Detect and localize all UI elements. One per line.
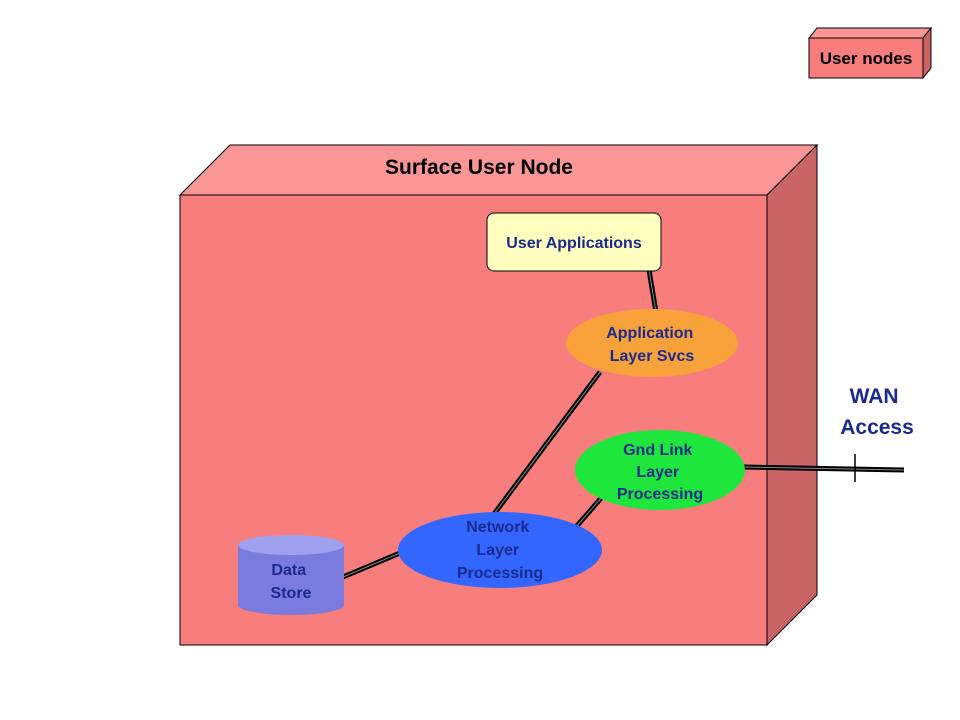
- user-applications-shape: [486, 212, 662, 272]
- application-layer-line-1: Application: [606, 325, 693, 342]
- network-layer-label: Network Layer Processing: [457, 519, 543, 582]
- node-box-side: [766, 143, 818, 647]
- network-layer-line-1: Network: [466, 519, 529, 536]
- data-store-body: [238, 545, 344, 615]
- gnd-link-shape: [575, 430, 745, 510]
- application-layer-svcs: Application Layer Svcs: [566, 309, 738, 377]
- node-title: Surface User Node: [385, 156, 573, 179]
- legend-box-front: [808, 37, 924, 79]
- network-layer-processing: Network Layer Processing: [398, 512, 602, 588]
- application-layer-label: Application Layer Svcs: [606, 325, 698, 365]
- network-layer-line-3: Processing: [457, 565, 543, 582]
- gnd-link-line-2: Layer: [636, 464, 679, 481]
- wan-access-line-2: Access: [840, 416, 914, 439]
- legend-box-top: [807, 27, 933, 39]
- data-store-top: [238, 535, 344, 555]
- gnd-link-line-3: Processing: [617, 486, 703, 503]
- legend-label: User nodes: [820, 49, 913, 68]
- user-applications-box: User Applications: [486, 212, 662, 272]
- connector-wan-link: [743, 454, 905, 482]
- wan-access-label: WAN Access: [840, 385, 914, 439]
- legend-user-nodes: User nodes: [807, 26, 933, 80]
- application-layer-line-2: Layer Svcs: [610, 348, 695, 365]
- gnd-link-line-1: Gnd Link: [623, 442, 692, 459]
- network-layer-line-2: Layer: [476, 542, 519, 559]
- gnd-link-layer-processing: Gnd Link Layer Processing: [575, 430, 745, 510]
- wan-access-line-1: WAN: [850, 385, 899, 408]
- gnd-link-label: Gnd Link Layer Processing: [617, 442, 703, 503]
- application-layer-shape: [566, 309, 738, 377]
- connector-gnd-link-to-network: [574, 495, 604, 529]
- data-store: Data Store: [238, 535, 344, 615]
- data-store-line-1: Data: [271, 562, 306, 579]
- connectors: [342, 269, 905, 580]
- connector-apps-to-app-layer: [646, 269, 659, 313]
- user-applications-label: User Applications: [506, 235, 642, 252]
- connector-network-to-data-store: [342, 550, 401, 580]
- network-layer-shape: [398, 512, 602, 588]
- connector-app-layer-to-network: [491, 370, 603, 516]
- data-store-line-2: Store: [271, 585, 312, 602]
- data-store-label: Data Store: [271, 562, 312, 602]
